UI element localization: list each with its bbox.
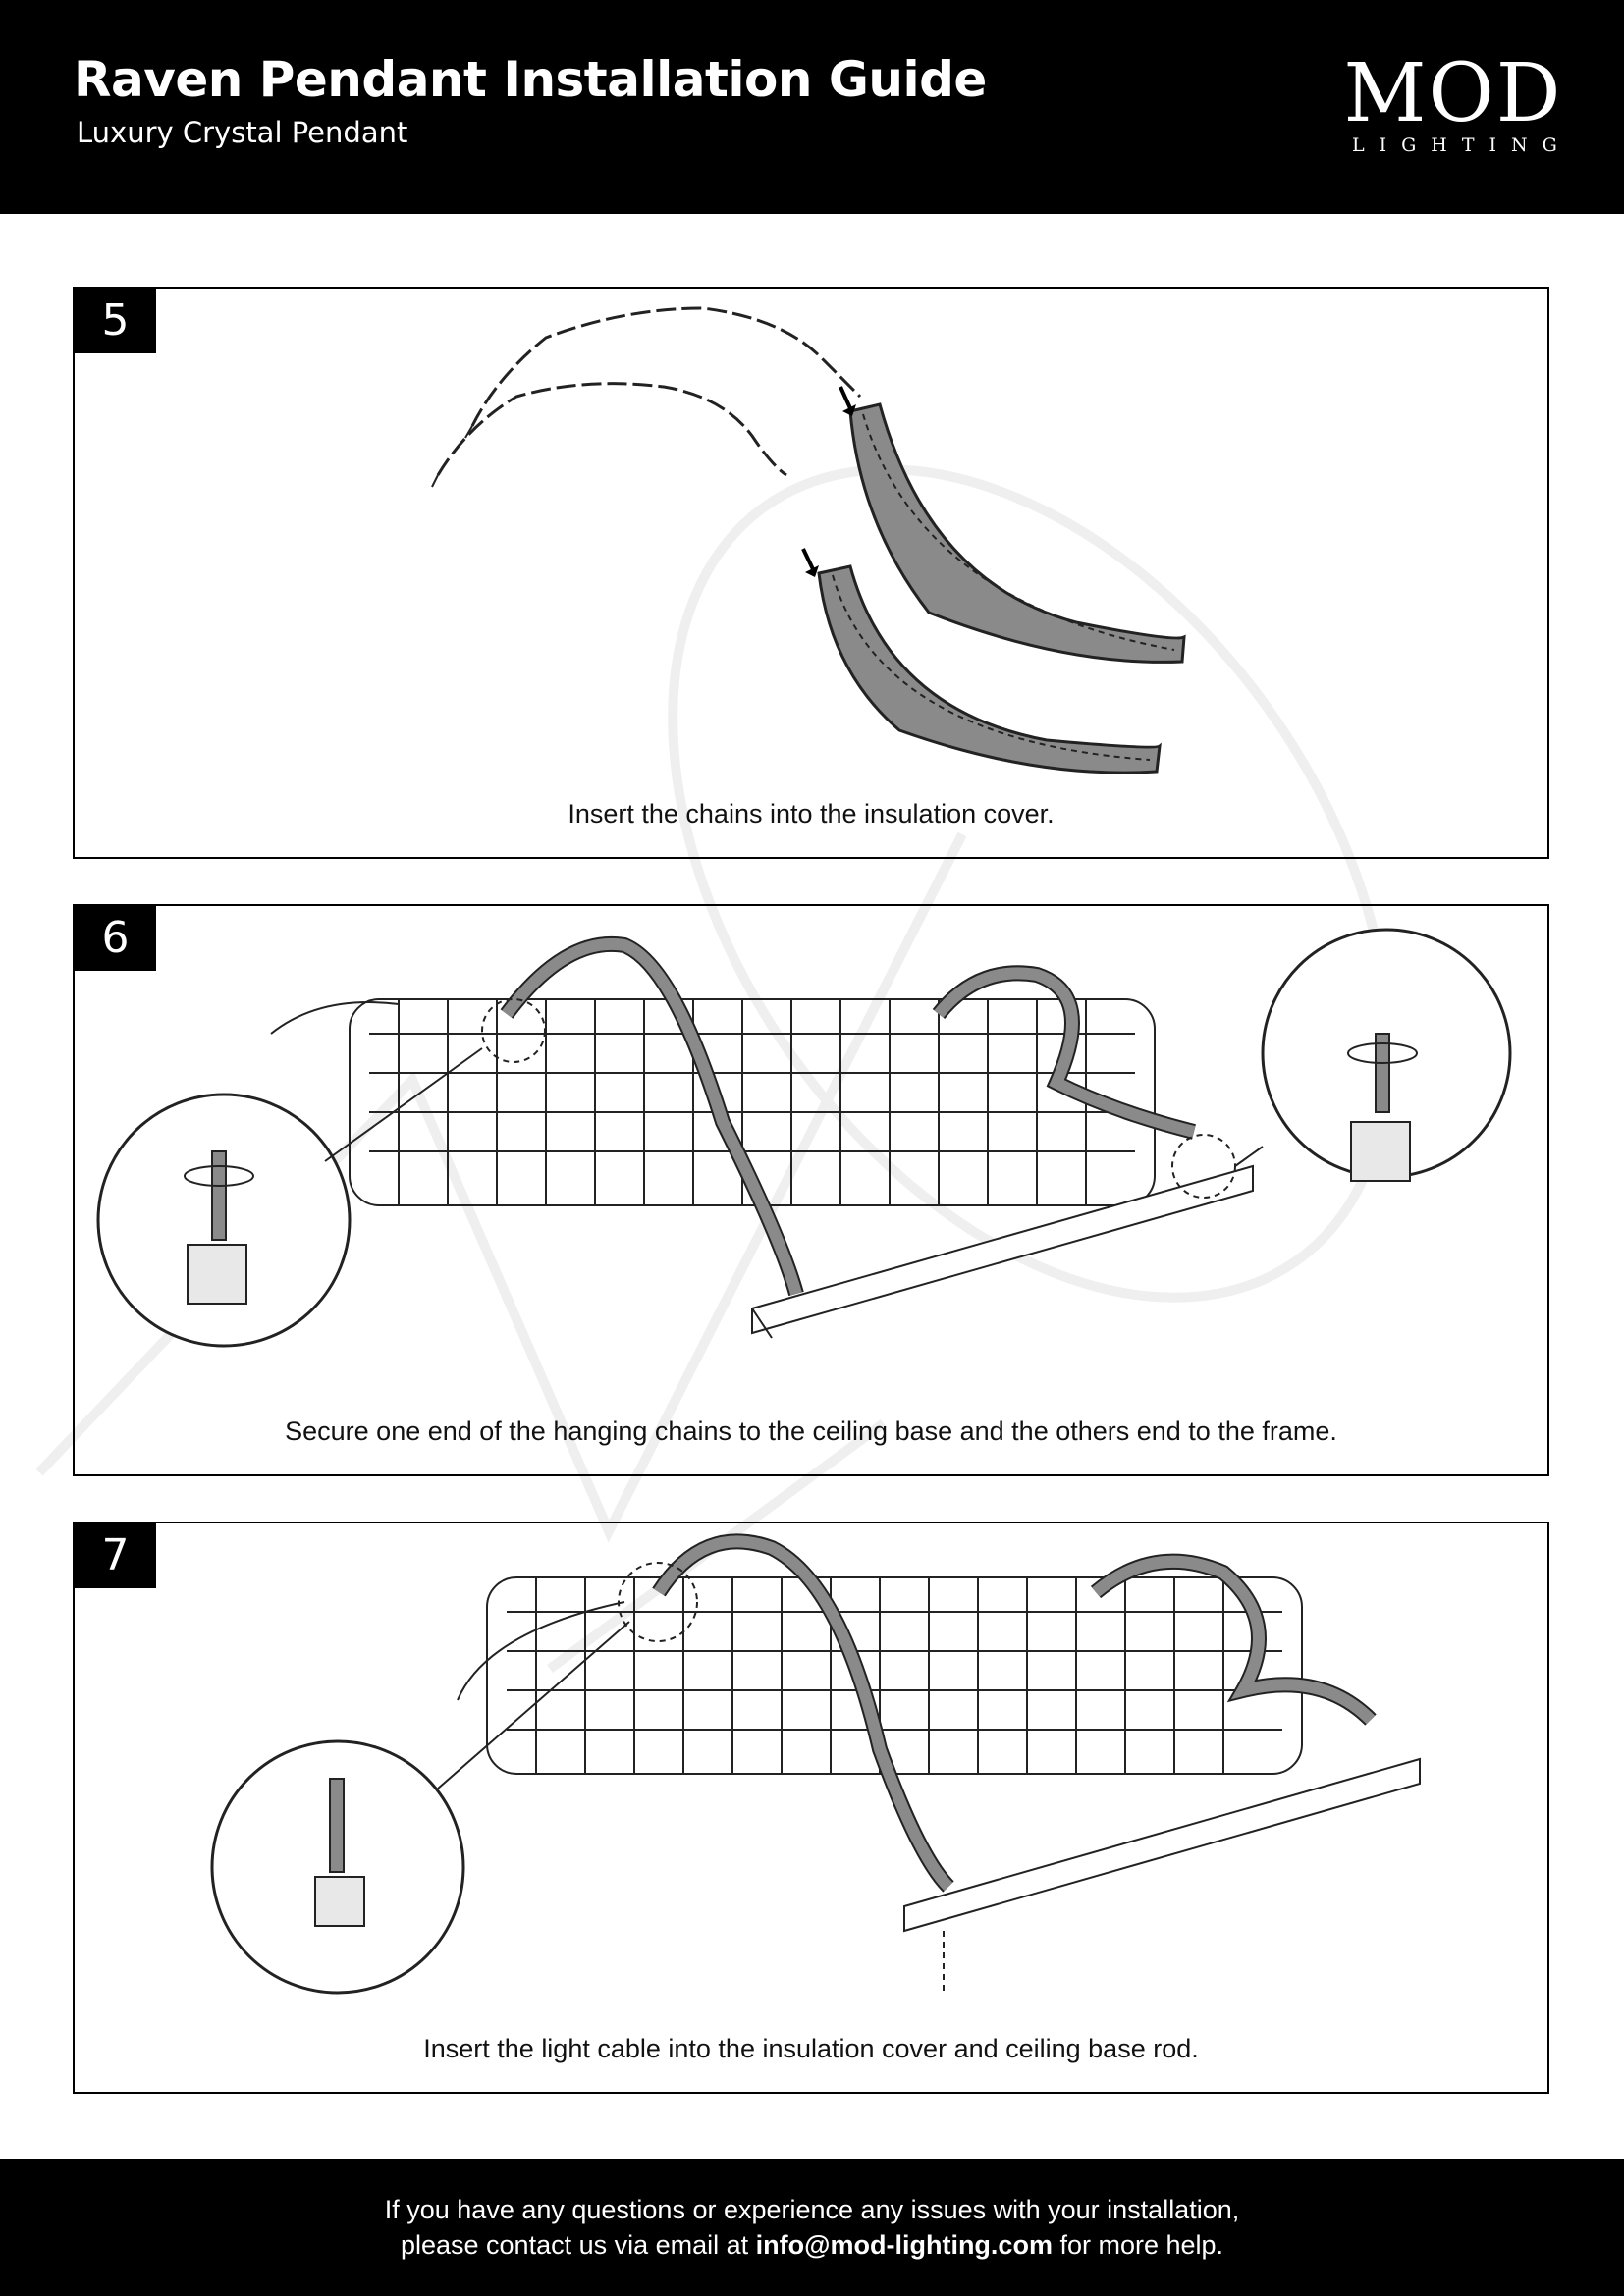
support-email: info@mod-lighting.com <box>755 2230 1053 2260</box>
step-number: 5 <box>75 289 156 353</box>
step-number: 7 <box>75 1523 156 1588</box>
page-title: Raven Pendant Installation Guide <box>74 51 987 108</box>
footer-suffix: for more help. <box>1052 2230 1224 2260</box>
step-7-illustration <box>210 1533 1421 1995</box>
header-bar: Raven Pendant Installation Guide Luxury … <box>0 0 1624 214</box>
footer-line-2: please contact us via email at info@mod-… <box>0 2227 1624 2263</box>
footer-text: If you have any questions or experience … <box>0 2192 1624 2263</box>
step-5-caption: Insert the chains into the insulation co… <box>568 799 1055 828</box>
footer-prefix: please contact us via email at <box>400 2230 756 2260</box>
step-6-caption: Secure one end of the hanging chains to … <box>285 1416 1337 1446</box>
step-7-caption: Insert the light cable into the insulati… <box>423 2034 1199 2063</box>
step-6-illustration <box>96 928 1512 1348</box>
page-subtitle: Luxury Crystal Pendant <box>77 116 408 149</box>
step-5-panel: 5 Insert the chains into the insulation … <box>73 287 1549 859</box>
step-7-panel: 7 Insert the light cable into the insula… <box>73 1522 1549 2094</box>
brand-logo: MOD LIGHTING <box>1340 54 1566 162</box>
logo-subtext: LIGHTING <box>1352 134 1572 156</box>
logo-wordmark: MOD <box>1343 47 1563 140</box>
step-number: 6 <box>75 906 156 971</box>
footer-line-1: If you have any questions or experience … <box>384 2195 1240 2224</box>
footer-bar: If you have any questions or experience … <box>0 2159 1624 2296</box>
step-5-illustration <box>431 306 1186 774</box>
step-6-panel: 6 Secure one end of the hanging chains t… <box>73 904 1549 1476</box>
